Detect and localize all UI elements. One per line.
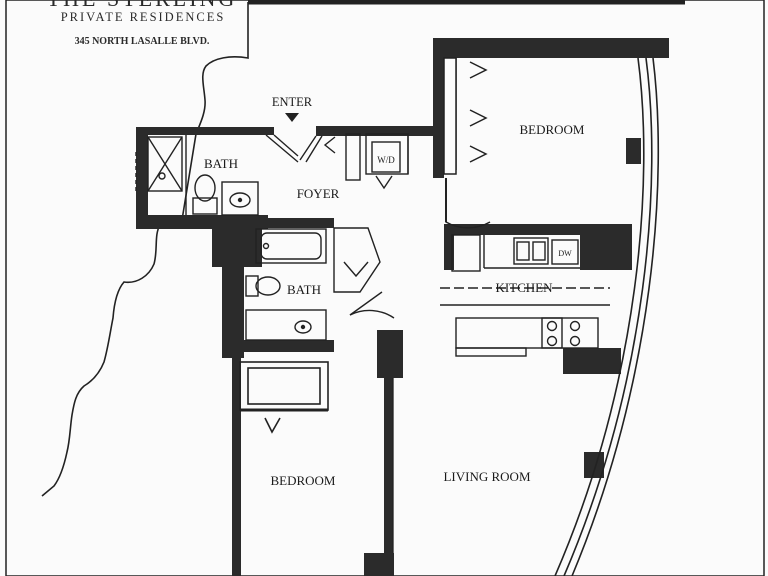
adjacent-outline	[41, 2, 249, 497]
page-border	[5, 0, 765, 576]
wall	[244, 218, 334, 228]
wall	[316, 126, 444, 136]
foyer-fixtures	[299, 133, 409, 190]
wall	[580, 224, 632, 270]
wall	[444, 224, 454, 270]
kitchen-fixtures	[440, 234, 610, 357]
header-block: THE STERLING PRIVATE RESIDENCES 345 NORT…	[47, 0, 685, 47]
building-name: THE STERLING	[47, 0, 238, 11]
bath-west-fixtures	[135, 134, 299, 216]
bath-center-fixtures	[245, 227, 395, 341]
wall	[222, 262, 244, 358]
building-subtitle: PRIVATE RESIDENCES	[61, 10, 226, 24]
wall	[444, 224, 614, 235]
room-label-laundry: W/D	[377, 155, 395, 165]
bedroom-south-fixtures	[239, 361, 329, 434]
room-label-bath-center: BATH	[287, 282, 321, 297]
room-label-foyer: FOYER	[297, 186, 340, 201]
wall	[626, 138, 641, 164]
room-label-living-room: LIVING ROOM	[443, 469, 530, 484]
entry-arrow-icon	[285, 113, 299, 122]
appliance-label-dishwasher: DW	[558, 249, 572, 258]
entry-marker: ENTER	[272, 95, 313, 122]
wall	[364, 553, 394, 576]
entry-label: ENTER	[272, 95, 313, 109]
room-label-bedroom-north: BEDROOM	[519, 122, 584, 137]
wall	[377, 330, 403, 378]
wall	[433, 38, 444, 178]
bedroom-north	[443, 57, 491, 229]
wall	[136, 127, 274, 135]
wall	[563, 348, 621, 374]
wall	[232, 352, 241, 576]
wall	[384, 378, 393, 553]
curtain-wall	[554, 57, 660, 576]
room-label-kitchen: KITCHEN	[495, 280, 553, 295]
walls	[136, 38, 669, 576]
wall	[222, 340, 334, 352]
wall	[433, 38, 669, 58]
room-labels: BEDROOM BATH FOYER W/D BATH KITCHEN DW B…	[204, 122, 585, 488]
building-address: 345 NORTH LASALLE BLVD.	[75, 36, 210, 47]
wall	[136, 127, 148, 229]
room-label-bedroom-south: BEDROOM	[270, 473, 335, 488]
wall	[584, 452, 604, 478]
room-label-bath-west: BATH	[204, 156, 238, 171]
